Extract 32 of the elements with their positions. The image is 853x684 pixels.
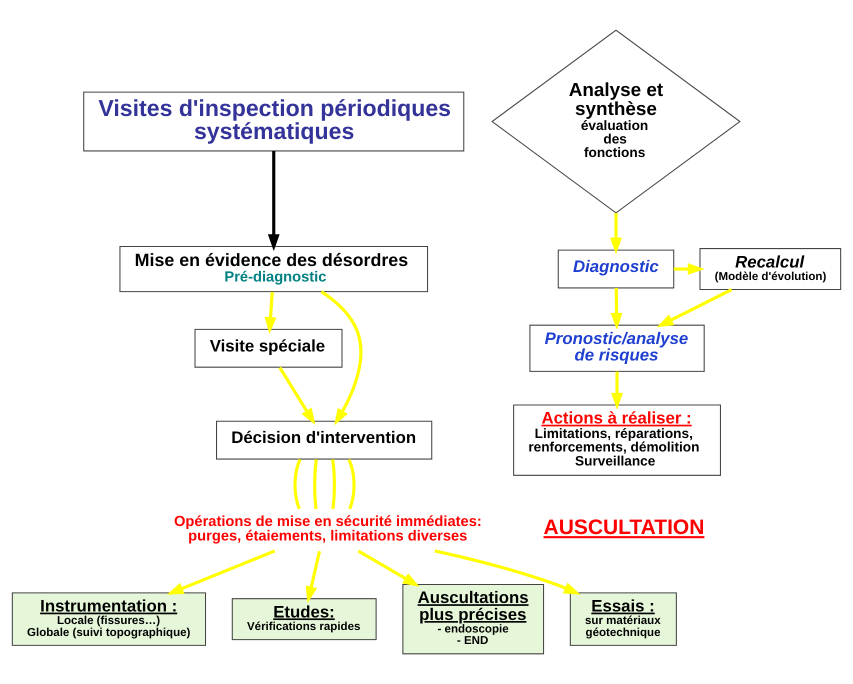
node-box: Mise en évidence des désordres Pré-diagnostic	[119, 246, 428, 292]
arrow	[264, 292, 276, 334]
arrow	[656, 288, 732, 328]
connector	[313, 459, 318, 510]
node-box: Instrumentation : Locale (fissures…) Globale (suivi topographique)	[12, 592, 206, 646]
arrow	[611, 372, 623, 410]
node-box: Auscultations plus précises - endoscopie - END	[402, 584, 544, 654]
node-box: Visite spéciale	[194, 328, 343, 368]
arrow	[306, 550, 322, 604]
node-diamond: Analyse et synthèse évaluation des fonctions	[491, 30, 741, 214]
node-box: Diagnostic	[558, 250, 674, 288]
node-box: Visites d'inspection périodiques systématiques	[83, 92, 464, 152]
node-box: Pronostic/analyse de risques	[529, 324, 705, 372]
node-box: Recalcul (Modèle d'évolution)	[699, 248, 842, 290]
node-text: Opérations de mise en sécurité immédiates: purges, étaiements, limitations diverses	[174, 514, 482, 545]
label: AUSCULTATION	[544, 516, 704, 540]
node-box: Actions à réaliser : Limitations, réparations, renforcements, démolition Surveillance	[513, 404, 721, 476]
arrow	[166, 550, 276, 595]
node-box: Essais : sur matériaux géotechnique	[570, 592, 677, 646]
connector	[331, 459, 336, 510]
arrow	[674, 263, 705, 275]
arrow	[268, 150, 280, 252]
arrow	[610, 213, 622, 254]
node-box: Décision d'intervention	[216, 420, 432, 460]
arrow	[278, 366, 316, 426]
connector	[347, 458, 356, 510]
arrow	[358, 550, 420, 587]
arrow	[320, 290, 362, 426]
node-box: Etudes: Vérifications rapides	[232, 598, 377, 640]
connector	[293, 458, 302, 510]
arrow	[434, 549, 581, 595]
arrow	[610, 288, 622, 330]
